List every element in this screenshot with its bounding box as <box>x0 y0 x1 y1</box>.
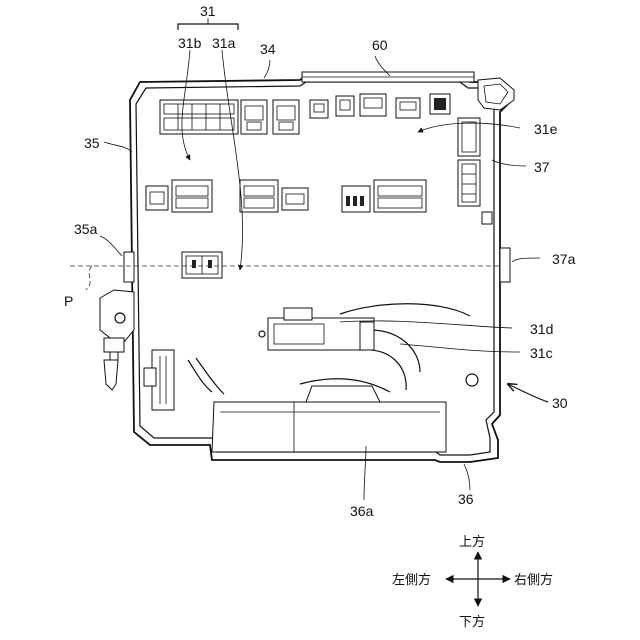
label-35a: 35a <box>74 221 98 237</box>
connector-right-37 <box>458 160 480 206</box>
tab-35a <box>124 252 134 282</box>
label-37a: 37a <box>552 251 576 267</box>
relay-component <box>182 252 222 278</box>
left-bracket <box>100 290 134 390</box>
direction-right: 右側方 <box>514 572 553 588</box>
label-36a: 36a <box>350 503 374 519</box>
direction-down: 下方 <box>459 614 485 630</box>
label-31b: 31b <box>178 35 202 51</box>
mount-hole <box>466 374 478 386</box>
label-30: 30 <box>552 395 568 411</box>
connector-row-mid <box>146 180 426 212</box>
connector-31b <box>160 100 238 134</box>
label-35: 35 <box>84 135 100 151</box>
label-31d: 31d <box>530 321 553 337</box>
label-p: P <box>64 293 73 309</box>
label-31c: 31c <box>530 345 553 361</box>
bottom-block-36a <box>212 386 446 452</box>
direction-indicator: 上方 下方 左側方 右側方 <box>392 534 553 630</box>
label-31a: 31a <box>212 35 236 51</box>
label-34: 34 <box>260 41 276 57</box>
connector-small-a <box>273 100 299 134</box>
label-31e: 31e <box>534 121 558 137</box>
lower-left-fixture <box>144 350 224 410</box>
label-31-bracket <box>178 24 238 30</box>
label-60: 60 <box>372 37 388 53</box>
label-37: 37 <box>534 159 550 175</box>
connector-row-top-right <box>310 94 450 118</box>
connector-31a <box>241 100 267 134</box>
connector-31e <box>458 118 480 156</box>
label-31: 31 <box>200 3 216 19</box>
tab-37a <box>500 248 510 282</box>
label-36: 36 <box>458 491 474 507</box>
direction-up: 上方 <box>459 534 485 550</box>
direction-left: 左側方 <box>392 572 431 588</box>
connector-31d <box>259 308 374 350</box>
